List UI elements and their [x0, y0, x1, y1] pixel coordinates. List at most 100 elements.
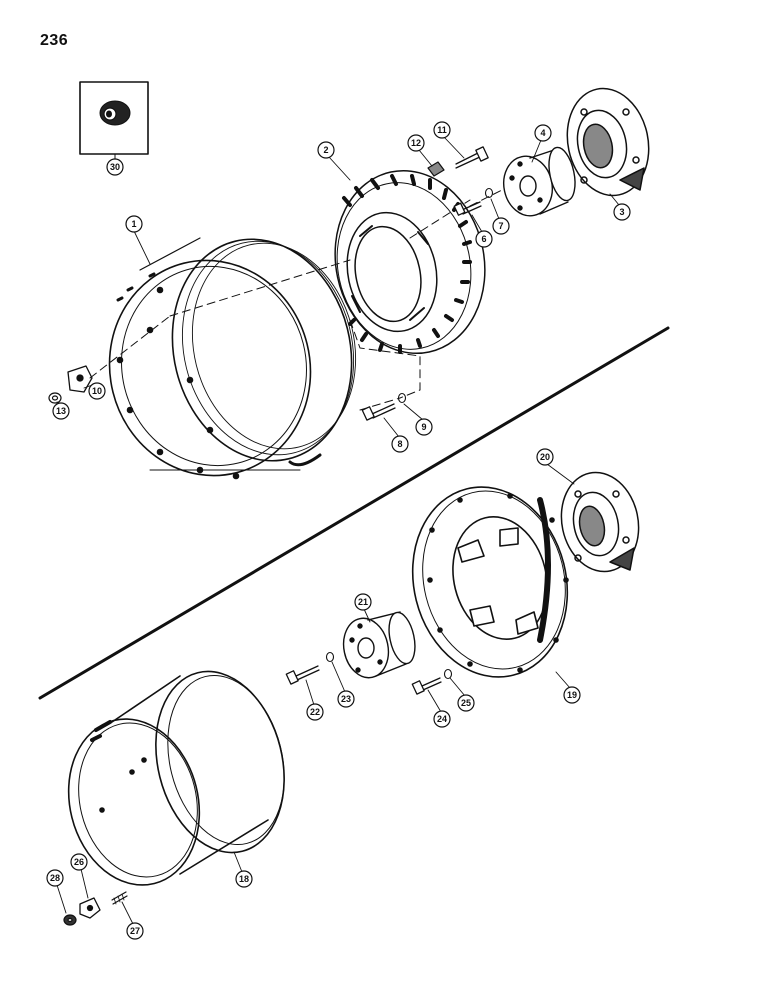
- bolt-24: [411, 677, 442, 695]
- callout-number: 26: [74, 857, 84, 867]
- callout-number: 1: [131, 219, 136, 229]
- nut-28: [63, 914, 77, 926]
- callout-circle: [106, 158, 124, 176]
- callout-30: 30: [106, 158, 124, 176]
- callout-number: 6: [481, 234, 486, 244]
- callout-number: 13: [56, 406, 66, 416]
- wheel-center-2: [334, 169, 486, 355]
- leader-lines: [56, 136, 620, 925]
- callout-20: 20: [536, 448, 554, 466]
- flange-20: [560, 471, 640, 573]
- callout-circle: [235, 870, 253, 888]
- callout-1: 1: [125, 215, 143, 233]
- callout-26: 26: [70, 853, 88, 871]
- callout-circle: [457, 694, 475, 712]
- stud-27: [111, 891, 128, 905]
- callout-number: 19: [567, 690, 577, 700]
- callout-number: 27: [130, 926, 140, 936]
- hub-4: [503, 146, 576, 217]
- bolt-8: [361, 403, 396, 421]
- wheel-center-19: [411, 486, 569, 678]
- callout-number: 4: [540, 128, 545, 138]
- callout-27: 27: [126, 922, 144, 940]
- callout-number: 18: [239, 874, 249, 884]
- callout-9: 9: [415, 418, 433, 436]
- callout-number: 21: [358, 597, 368, 607]
- bolt-11: [455, 146, 489, 169]
- callout-28: 28: [46, 869, 64, 887]
- callout-number: 12: [411, 138, 421, 148]
- callout-number: 3: [619, 207, 624, 217]
- inset-plug-30: [79, 81, 149, 161]
- callout-circle: [46, 869, 64, 887]
- callout-number: 22: [310, 707, 320, 717]
- hub-21: [342, 611, 416, 679]
- callout-circle: [125, 215, 143, 233]
- callout-21: 21: [354, 593, 372, 611]
- callout-3: 3: [613, 203, 631, 221]
- callout-2: 2: [317, 141, 335, 159]
- callout-19: 19: [563, 686, 581, 704]
- callout-24: 24: [433, 710, 451, 728]
- callout-circle: [52, 402, 70, 420]
- callout-number: 25: [461, 698, 471, 708]
- nut-13: [48, 392, 62, 404]
- washer-25: [443, 668, 453, 680]
- callout-number: 23: [341, 694, 351, 704]
- washer-7: [484, 187, 494, 199]
- callout-18: 18: [235, 870, 253, 888]
- callout-10: 10: [88, 382, 106, 400]
- callout-number: 2: [323, 145, 328, 155]
- washer-9: [397, 392, 407, 404]
- clamp-10: [67, 365, 93, 393]
- callout-number: 24: [437, 714, 447, 724]
- callout-circle: [613, 203, 631, 221]
- callout-circle: [126, 922, 144, 940]
- callout-12: 12: [407, 134, 425, 152]
- callout-circle: [433, 710, 451, 728]
- page-number: 236: [40, 32, 69, 49]
- callout-6: 6: [475, 230, 493, 248]
- clamp-26: [79, 897, 101, 919]
- callout-22: 22: [306, 703, 324, 721]
- callout-circle: [563, 686, 581, 704]
- flange-3: [566, 87, 650, 197]
- bolt-22: [285, 665, 320, 685]
- callout-number: 11: [437, 125, 447, 135]
- callout-number: 7: [498, 221, 503, 231]
- callout-number: 28: [50, 873, 60, 883]
- callout-8: 8: [391, 435, 409, 453]
- callout-circle: [306, 703, 324, 721]
- clip-12: [427, 161, 445, 177]
- callout-circle: [407, 134, 425, 152]
- callout-number: 30: [110, 162, 120, 172]
- callout-23: 23: [337, 690, 355, 708]
- callout-circle: [391, 435, 409, 453]
- callout-circle: [534, 124, 552, 142]
- callout-circle: [88, 382, 106, 400]
- callout-number: 10: [92, 386, 102, 396]
- callout-4: 4: [534, 124, 552, 142]
- callout-circle: [317, 141, 335, 159]
- callout-13: 13: [52, 402, 70, 420]
- callout-circle: [475, 230, 493, 248]
- callout-circle: [337, 690, 355, 708]
- callout-7: 7: [492, 217, 510, 235]
- callout-circle: [536, 448, 554, 466]
- rear-rim-1: [108, 237, 357, 480]
- callout-circle: [433, 121, 451, 139]
- callout-number: 8: [397, 439, 402, 449]
- callout-circle: [70, 853, 88, 871]
- callout-number: 20: [540, 452, 550, 462]
- callout-11: 11: [433, 121, 451, 139]
- bolt-6: [453, 201, 482, 216]
- assembly-lines-upper: [89, 185, 511, 411]
- callout-number: 9: [421, 422, 426, 432]
- callout-circle: [492, 217, 510, 235]
- front-rim-18: [67, 670, 285, 886]
- section-divider-line: [38, 326, 670, 700]
- callout-circle: [415, 418, 433, 436]
